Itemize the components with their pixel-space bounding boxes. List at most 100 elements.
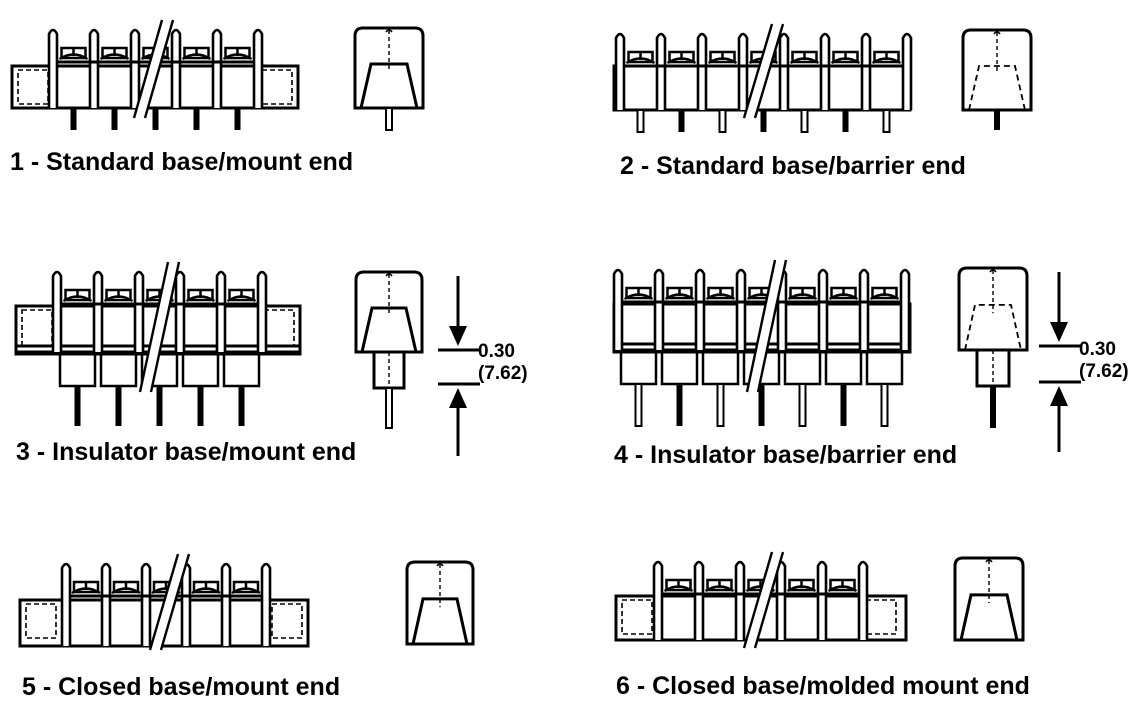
barrier (860, 32, 872, 110)
dimension-arrow-head (1050, 322, 1068, 342)
side-screw-mark (985, 559, 993, 563)
break-line (148, 553, 180, 651)
break-line (742, 551, 774, 649)
pin (800, 109, 809, 133)
barrier (92, 270, 104, 352)
barrier (817, 268, 829, 350)
break-line (753, 23, 785, 119)
mount-end-dashed (261, 69, 293, 105)
barrier (775, 560, 787, 640)
figure-3-front (14, 260, 302, 426)
figure-5-side (405, 560, 475, 646)
pin (156, 386, 163, 426)
dimension-inches-4: 0.30 (1079, 339, 1116, 360)
dimension-arrow-head (449, 326, 467, 346)
caption-3: 3 - Insulator base/mount end (16, 438, 357, 466)
break-mask (135, 18, 173, 120)
barrier (655, 32, 667, 110)
caption-2: 2 - Standard base/barrier end (620, 152, 966, 180)
pin (676, 384, 683, 426)
figure-6-front (614, 550, 908, 650)
mount-end-dashed (271, 603, 303, 639)
barrier (899, 268, 911, 350)
side-trapezoid (959, 593, 1019, 641)
mount-end-dashed (21, 309, 53, 347)
dimension-label-3: 0.30 (7.62) (478, 341, 528, 385)
pin (111, 108, 118, 130)
pin (716, 383, 725, 427)
barrier (47, 28, 59, 108)
barrier (256, 270, 268, 352)
break-mask (151, 552, 189, 652)
side-screw-mark (385, 29, 393, 33)
pin (636, 109, 645, 133)
barrier (88, 28, 100, 108)
dimension-label-4: 0.30 (7.62) (1079, 339, 1129, 383)
barrier (100, 562, 112, 646)
pin (70, 108, 77, 130)
side-pin (994, 110, 1000, 130)
caption-5: 5 - Closed base/mount end (22, 673, 341, 701)
dimension-mm-4: (7.62) (1079, 361, 1129, 382)
side-trapezoid (359, 62, 419, 109)
dimension-marker (1039, 272, 1081, 452)
side-screw-mark (385, 273, 393, 277)
mount-end-dashed (621, 599, 653, 635)
barrier (696, 32, 708, 110)
barrier (816, 560, 828, 640)
barrier (129, 28, 141, 108)
break-line (138, 261, 170, 393)
insulator-cell (660, 350, 699, 386)
barrier (652, 560, 664, 640)
side-trapezoid (360, 306, 418, 353)
dimension-inches-3: 0.30 (478, 341, 515, 362)
pin (882, 109, 891, 133)
break-line (756, 259, 788, 393)
pin (760, 110, 767, 132)
pin (74, 386, 81, 426)
barrier (170, 28, 182, 108)
pin (197, 386, 204, 426)
insulator-cell (181, 352, 220, 388)
break-line (159, 553, 191, 651)
side-pin (385, 387, 393, 429)
side-pin (990, 386, 996, 428)
figure-1-front (10, 18, 300, 130)
break-mask (745, 22, 783, 120)
pin (880, 383, 889, 427)
break-line (149, 261, 181, 393)
barrier (140, 562, 152, 646)
side-screw-mark (993, 31, 1001, 35)
barrier (734, 560, 746, 640)
barrier (858, 268, 870, 350)
insulator-cell (865, 350, 904, 386)
pin (678, 110, 685, 132)
pin (193, 108, 200, 130)
figure-1-side (353, 26, 425, 131)
mount-end-dashed (25, 603, 57, 639)
barrier (252, 28, 264, 108)
barrier (857, 560, 869, 640)
pin (718, 109, 727, 133)
barrier (614, 32, 626, 110)
mount-end-dashed (263, 309, 295, 347)
barrier (901, 32, 913, 110)
pin (840, 384, 847, 426)
side-trapezoid (964, 304, 1022, 351)
break-line (753, 551, 785, 649)
pin (152, 108, 159, 130)
figure-2-side (961, 28, 1033, 130)
insulator-cell (824, 350, 863, 386)
figure-2-front (612, 22, 913, 133)
insulator-cell (99, 352, 138, 388)
caption-6: 6 - Closed base/molded mount end (616, 672, 1030, 700)
figure-4-side (957, 266, 1029, 428)
barrier (694, 268, 706, 350)
insulator-cell (701, 350, 740, 386)
break-mask (141, 260, 179, 394)
barrier (778, 32, 790, 110)
barrier (653, 268, 665, 350)
figure-3-side (354, 270, 424, 429)
pin (758, 384, 765, 426)
